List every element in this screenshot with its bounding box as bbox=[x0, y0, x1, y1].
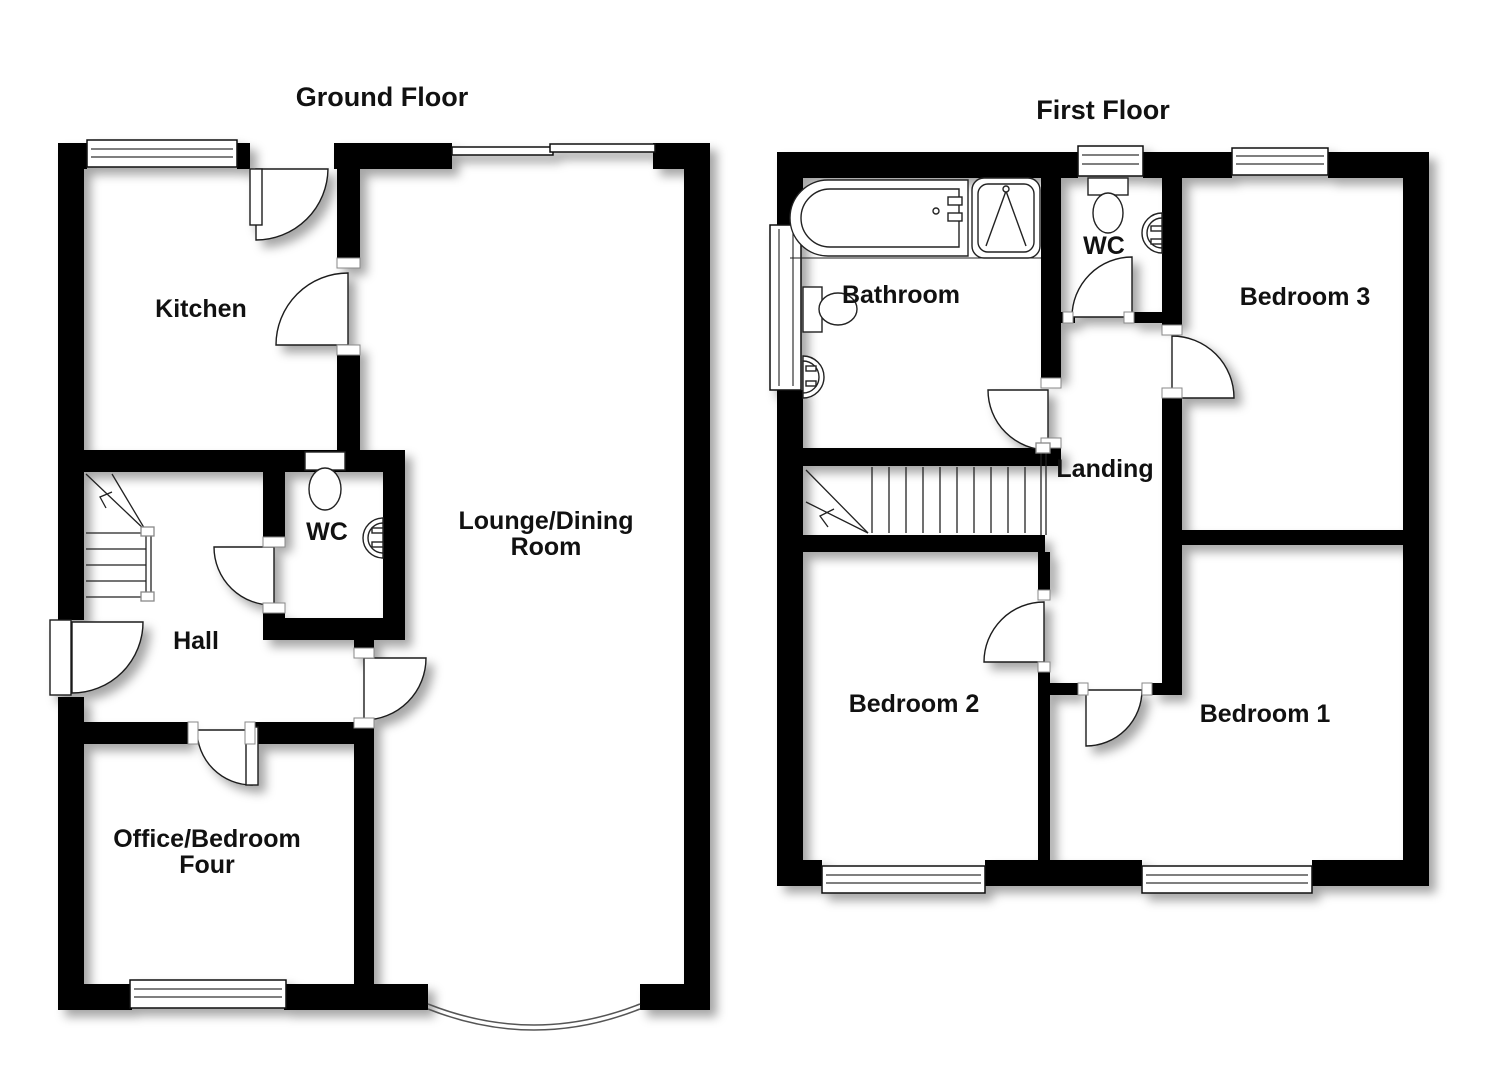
room-label-bedroom2: Bedroom 2 bbox=[848, 690, 980, 718]
kitchen-window bbox=[86, 139, 238, 168]
office-window bbox=[129, 979, 287, 1009]
sink-tap bbox=[1150, 225, 1163, 232]
sink-tap bbox=[1150, 238, 1163, 245]
first-window-details bbox=[778, 154, 1324, 884]
bedroom3-door-swing bbox=[1171, 335, 1235, 399]
bay-window bbox=[427, 1003, 641, 1031]
office-door-swing bbox=[196, 729, 253, 786]
stair-winder-line bbox=[805, 469, 869, 534]
room-label-lounge-dining: Lounge/Dining Room bbox=[458, 507, 634, 561]
room-label-kitchen: Kitchen bbox=[155, 295, 247, 323]
ground-floor-doors bbox=[49, 168, 427, 786]
lounge-top-window-right bbox=[549, 143, 656, 153]
ground-floor-title: Ground Floor bbox=[295, 81, 469, 112]
room-label-office-bedroom-four: Office/Bedroom Four bbox=[113, 825, 301, 879]
bedroom1-window bbox=[1141, 865, 1313, 894]
toilet-icon bbox=[818, 292, 858, 326]
ground-window-details bbox=[91, 148, 282, 998]
kitchen-door-swing bbox=[275, 272, 349, 346]
room-label-wc-ground: WC bbox=[306, 518, 348, 546]
bathtub-drain bbox=[932, 207, 940, 215]
sink-tap bbox=[371, 541, 384, 548]
first-floor-windows bbox=[769, 145, 1329, 894]
back-door-leaf bbox=[249, 168, 263, 226]
first-staircase bbox=[805, 442, 1051, 535]
front-door-swing bbox=[71, 621, 144, 694]
ground-wc-fixtures bbox=[304, 451, 384, 559]
sink-tap bbox=[805, 380, 817, 387]
sink-tap bbox=[371, 527, 384, 534]
ground-staircase bbox=[85, 473, 155, 602]
first-door-jambs bbox=[1037, 311, 1183, 696]
bathroom-fixtures bbox=[789, 177, 1041, 399]
stair-direction-arrow bbox=[99, 491, 113, 509]
ground-door-jambs bbox=[187, 257, 375, 745]
bedroom2-door-swing bbox=[983, 601, 1045, 663]
room-label-bathroom: Bathroom bbox=[841, 281, 961, 309]
bathtub-tap bbox=[947, 196, 963, 206]
room-label-bedroom1: Bedroom 1 bbox=[1199, 700, 1331, 728]
sink-tap bbox=[805, 365, 817, 372]
bedroom1-door-swing bbox=[1085, 689, 1143, 747]
bathtub-icon bbox=[800, 188, 960, 248]
lounge-top-window-left bbox=[451, 146, 554, 156]
lounge-door-swing bbox=[363, 657, 427, 721]
room-label-hall: Hall bbox=[173, 627, 219, 655]
first-floor-doors bbox=[983, 256, 1235, 747]
room-label-bedroom3: Bedroom 3 bbox=[1239, 283, 1371, 311]
stair-winder-line bbox=[85, 473, 147, 532]
ground-floor-plan bbox=[49, 139, 710, 1031]
shower-icon bbox=[1005, 190, 1027, 247]
bathtub-tap bbox=[947, 212, 963, 222]
first-floor-plan bbox=[769, 145, 1429, 894]
wc-window bbox=[1077, 145, 1144, 177]
back-door-swing bbox=[255, 168, 329, 241]
shower-head bbox=[1002, 185, 1010, 193]
wc-door-swing bbox=[213, 546, 275, 606]
bedroom3-window bbox=[1231, 147, 1329, 176]
bathroom-window bbox=[769, 224, 802, 391]
toilet-icon bbox=[308, 467, 342, 511]
stair-winder-line bbox=[805, 501, 869, 534]
room-label-landing: Landing bbox=[1056, 455, 1154, 483]
wc-door-swing bbox=[1071, 256, 1133, 318]
bathroom-door-swing bbox=[987, 389, 1049, 451]
first-floor-walls bbox=[769, 145, 1429, 894]
stair-direction-arrow bbox=[819, 508, 835, 528]
shower-icon bbox=[977, 183, 1035, 253]
room-label-wc-first: WC bbox=[1083, 232, 1125, 260]
first-wc-fixtures bbox=[1087, 177, 1163, 254]
shower-icon bbox=[985, 190, 1007, 247]
ground-floor-walls bbox=[49, 139, 710, 1010]
stair-winder-line bbox=[111, 473, 147, 532]
first-floor-title: First Floor bbox=[1036, 94, 1170, 125]
front-door-leaf bbox=[49, 619, 72, 696]
ground-floor-windows bbox=[86, 139, 656, 1009]
toilet-icon bbox=[1092, 192, 1124, 234]
bedroom2-window bbox=[821, 865, 986, 894]
